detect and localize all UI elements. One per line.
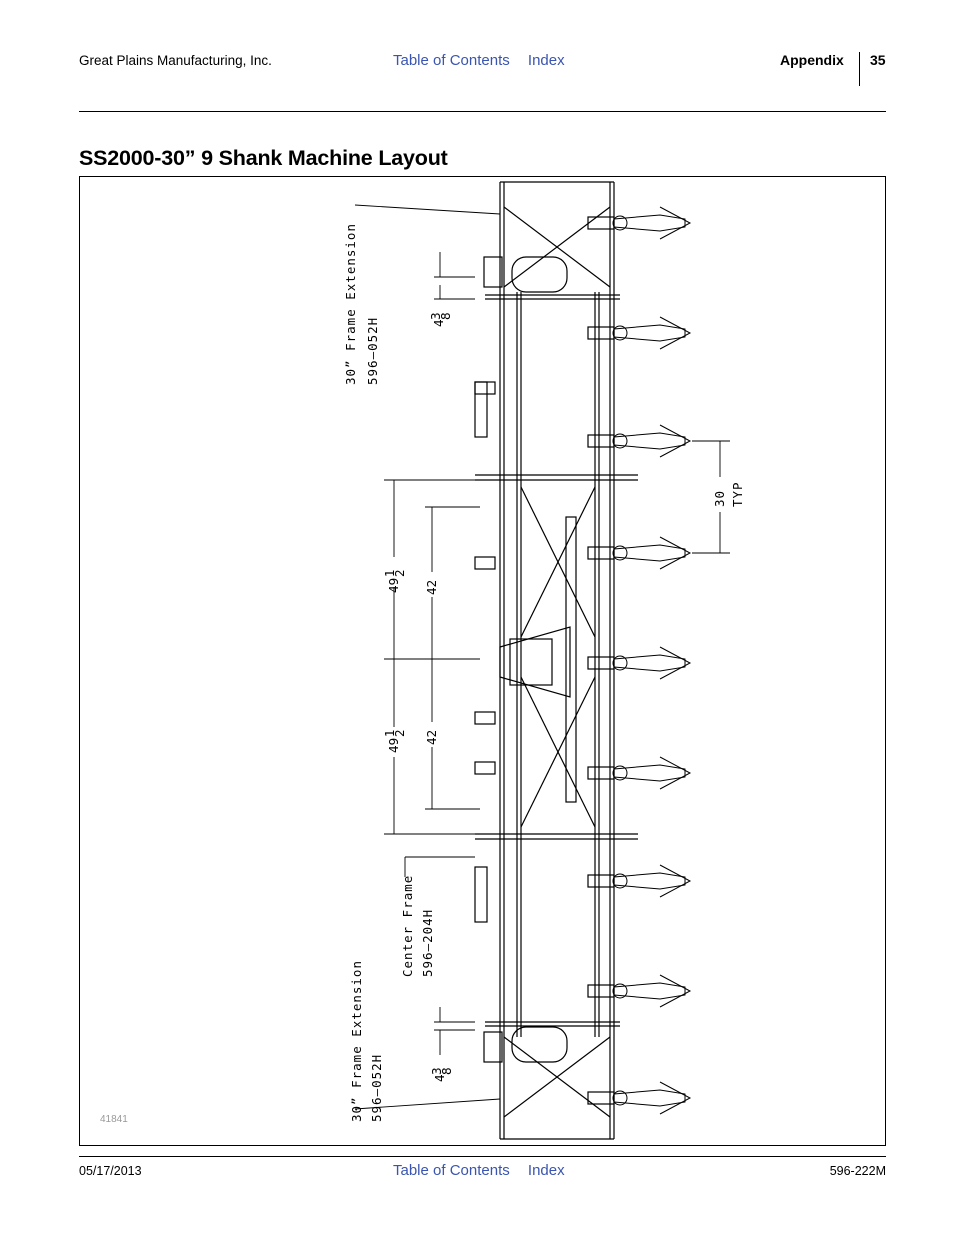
bottom-extension-label-1: 30” Frame Extension [349,960,364,1122]
center-frame-label-2: 596–204H [420,909,435,977]
header-nav: Table of Contents Index [393,52,579,69]
typ-dimension-label-2: TYP [730,481,745,507]
bottom-small-dim-whole: 4 [433,1074,447,1082]
upper-outer-dim-whole: 49 [387,578,401,593]
lower-inner-dim: 42 [425,730,439,745]
publication-date: 05/17/2013 [79,1164,142,1178]
top-small-dim-den: 8 [439,312,453,320]
footer-nav: Table of Contents Index [393,1162,579,1179]
top-small-dim-num: 3 [429,312,443,320]
lower-outer-dim-whole: 49 [387,738,401,753]
upper-outer-dim-den: 2 [393,569,407,577]
center-frame-label-1: Center Frame [400,875,415,977]
top-extension-label-2: 596–052H [365,317,380,385]
machine-layout-figure: 30” Frame Extension 596–052H 30” Frame E… [79,176,886,1146]
lower-outer-dim-num: 1 [383,729,397,737]
figure-number: 41841 [100,1114,128,1125]
top-small-dim-whole: 4 [432,319,446,327]
page-number: 35 [870,52,886,68]
header-rule [79,111,886,112]
upper-inner-dim: 42 [425,580,439,595]
shank-assemblies [612,206,692,1115]
company-name: Great Plains Manufacturing, Inc. [79,53,272,68]
bottom-small-dim-num: 3 [430,1067,444,1075]
figure-labels: 30” Frame Extension 596–052H 30” Frame E… [343,223,745,1122]
header-index-link[interactable]: Index [527,52,565,69]
upper-outer-dim-num: 1 [383,569,397,577]
footer-index-link[interactable]: Index [527,1162,565,1179]
bottom-extension-label-2: 596–052H [369,1054,384,1122]
page-title: SS2000-30” 9 Shank Machine Layout [79,146,448,170]
document-number: 596-222M [829,1164,886,1178]
header-divider [859,52,860,86]
typ-dimension-label-1: 30 [712,490,727,507]
lower-outer-dim-den: 2 [393,729,407,737]
bottom-small-dim-den: 8 [440,1067,454,1075]
header-toc-link[interactable]: Table of Contents [393,52,510,69]
dimension-values: 4 3 8 4 3 8 49 1 2 42 49 1 2 42 [383,312,454,1082]
machine-layout-drawing: 30” Frame Extension 596–052H 30” Frame E… [100,181,745,1140]
leader-lines [354,204,501,1110]
section-name: Appendix [780,52,844,68]
footer-rule [79,1156,886,1157]
dimension-lines [384,252,730,1055]
frame-drawing [474,181,638,1140]
top-extension-label-1: 30” Frame Extension [343,223,358,385]
footer-toc-link[interactable]: Table of Contents [393,1162,510,1179]
